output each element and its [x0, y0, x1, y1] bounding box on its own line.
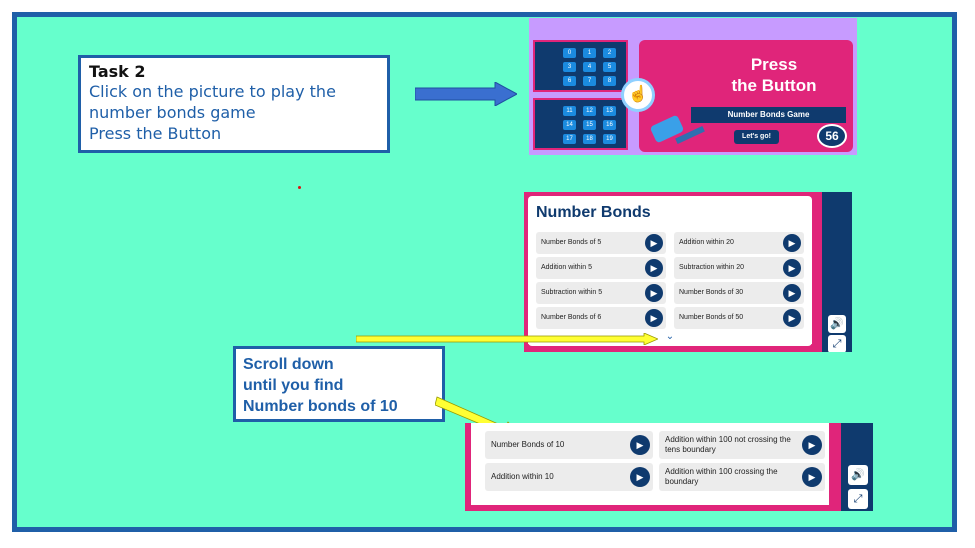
- number-cell: 11: [563, 106, 576, 116]
- menu-item-label: Addition within 5: [541, 264, 592, 271]
- menu-item[interactable]: Number Bonds of 30 ▶: [674, 282, 804, 304]
- menu-item[interactable]: Subtraction within 5 ▶: [536, 282, 666, 304]
- preview-panel-top: 0 1 2 3 4 5 6 7 8: [533, 40, 628, 92]
- play-icon[interactable]: ▶: [645, 309, 663, 327]
- menu-item-label: Subtraction within 5: [541, 289, 603, 296]
- menu-item[interactable]: Addition within 10 ▶: [485, 463, 653, 491]
- scroll-instruction-box: Scroll down until you find Number bonds …: [233, 346, 445, 422]
- score-badge: 56: [817, 124, 847, 148]
- number-cell: 19: [603, 134, 616, 144]
- play-icon[interactable]: ▶: [645, 284, 663, 302]
- yellow-arrow-icon: [356, 333, 658, 345]
- menu-title: Number Bonds: [536, 204, 651, 221]
- menu-panel: Number Bonds Number Bonds of 5 ▶ Addition…: [528, 196, 812, 346]
- fullscreen-icon[interactable]: ⤢: [848, 489, 868, 509]
- number-cell: 6: [563, 76, 576, 86]
- menu-item-label: Addition within 10: [491, 472, 554, 481]
- menu-item[interactable]: Addition within 20 ▶: [674, 232, 804, 254]
- task-line: Press the Button: [89, 124, 222, 143]
- play-icon[interactable]: ▶: [645, 234, 663, 252]
- menu-item-label: Number Bonds of 5: [541, 239, 602, 246]
- menu-item-number-bonds-of-10[interactable]: Number Bonds of 10 ▶: [485, 431, 653, 459]
- play-icon[interactable]: ▶: [783, 259, 801, 277]
- game-title-line: Press: [750, 55, 798, 74]
- gavel-icon: [650, 115, 705, 145]
- menu-item[interactable]: Number Bonds of 6 ▶: [536, 307, 666, 329]
- play-icon[interactable]: ▶: [802, 435, 822, 455]
- scroll-line: Number bonds of 10: [243, 398, 398, 415]
- task-box: Task 2 Click on the picture to play the …: [78, 55, 390, 153]
- game-title-line: the Button: [731, 76, 817, 95]
- speaker-icon[interactable]: 🔊: [848, 465, 868, 485]
- game-title-card: Press the Button Number Bonds Game Let's…: [639, 40, 853, 152]
- game-subtitle: Number Bonds Game: [691, 107, 846, 123]
- play-icon[interactable]: ▶: [630, 435, 650, 455]
- menu-item-label: Addition within 100 not crossing the ten…: [665, 435, 791, 454]
- number-cell: 5: [603, 62, 616, 72]
- scroll-line: until you find: [243, 377, 344, 394]
- menu-item[interactable]: Subtraction within 20 ▶: [674, 257, 804, 279]
- menu-panel: Number Bonds of 10▶ Addition within 10▶ …: [471, 423, 829, 505]
- play-icon[interactable]: ▶: [630, 467, 650, 487]
- play-icon[interactable]: ▶: [783, 309, 801, 327]
- menu-item[interactable]: Number Bonds of 50 ▶: [674, 307, 804, 329]
- menu-item-label: Subtraction within 20: [679, 264, 744, 271]
- play-icon[interactable]: ▶: [783, 284, 801, 302]
- side-controls: 🔊 ⤢: [822, 192, 852, 352]
- number-cell: 18: [583, 134, 596, 144]
- number-bonds-menu-zoomed-screenshot: Number Bonds of 10▶ Addition within 10▶ …: [465, 423, 873, 511]
- fullscreen-icon[interactable]: ⤢: [828, 335, 846, 352]
- number-cell: 16: [603, 120, 616, 130]
- play-icon[interactable]: ▶: [802, 467, 822, 487]
- blue-arrow-icon: [415, 82, 517, 106]
- number-cell: 1: [583, 48, 596, 58]
- menu-item-label: Addition within 20: [679, 239, 734, 246]
- menu-item[interactable]: Number Bonds of 5 ▶: [536, 232, 666, 254]
- press-the-button-game-thumbnail[interactable]: 0 1 2 3 4 5 6 7 8 11 12 13 14 15 16 17 1…: [529, 18, 857, 155]
- number-cell: 0: [563, 48, 576, 58]
- scroll-line: Scroll down: [243, 356, 334, 373]
- menu-item-label: Number Bonds of 6: [541, 314, 602, 321]
- menu-item-label: Number Bonds of 50: [679, 314, 744, 321]
- preview-panel-bottom: 11 12 13 14 15 16 17 18 19: [533, 98, 628, 150]
- menu-item[interactable]: Addition within 100 crossing the boundar…: [659, 463, 825, 491]
- play-icon[interactable]: ▶: [783, 234, 801, 252]
- side-controls: 🔊 ⤢: [841, 423, 873, 511]
- game-title: Press the Button: [709, 54, 839, 96]
- menu-item[interactable]: Addition within 100 not crossing the ten…: [659, 431, 825, 459]
- number-cell: 8: [603, 76, 616, 86]
- game-preview-panels: 0 1 2 3 4 5 6 7 8 11 12 13 14 15 16 17 1…: [533, 40, 628, 152]
- number-cell: 13: [603, 106, 616, 116]
- number-bonds-menu-screenshot: Number Bonds Number Bonds of 5 ▶ Addition…: [524, 192, 852, 352]
- speaker-icon[interactable]: 🔊: [828, 315, 846, 333]
- play-icon[interactable]: ▶: [645, 259, 663, 277]
- number-cell: 14: [563, 120, 576, 130]
- number-cell: 4: [583, 62, 596, 72]
- menu-item-label: Number Bonds of 30: [679, 289, 744, 296]
- menu-item-label: Number Bonds of 10: [491, 440, 565, 449]
- number-cell: 7: [583, 76, 596, 86]
- number-cell: 2: [603, 48, 616, 58]
- number-cell: 12: [583, 106, 596, 116]
- tap-hand-icon: ☝: [621, 78, 655, 112]
- task-line: number bonds game: [89, 103, 256, 122]
- task-line: Click on the picture to play the: [89, 82, 336, 101]
- red-dot: [298, 186, 301, 189]
- number-cell: 15: [583, 120, 596, 130]
- menu-item-label: Addition within 100 crossing the boundar…: [665, 467, 778, 486]
- menu-item[interactable]: Addition within 5 ▶: [536, 257, 666, 279]
- number-cell: 17: [563, 134, 576, 144]
- task-title: Task 2: [89, 62, 146, 81]
- number-cell: 3: [563, 62, 576, 72]
- lets-go-button[interactable]: Let's go!: [734, 130, 779, 144]
